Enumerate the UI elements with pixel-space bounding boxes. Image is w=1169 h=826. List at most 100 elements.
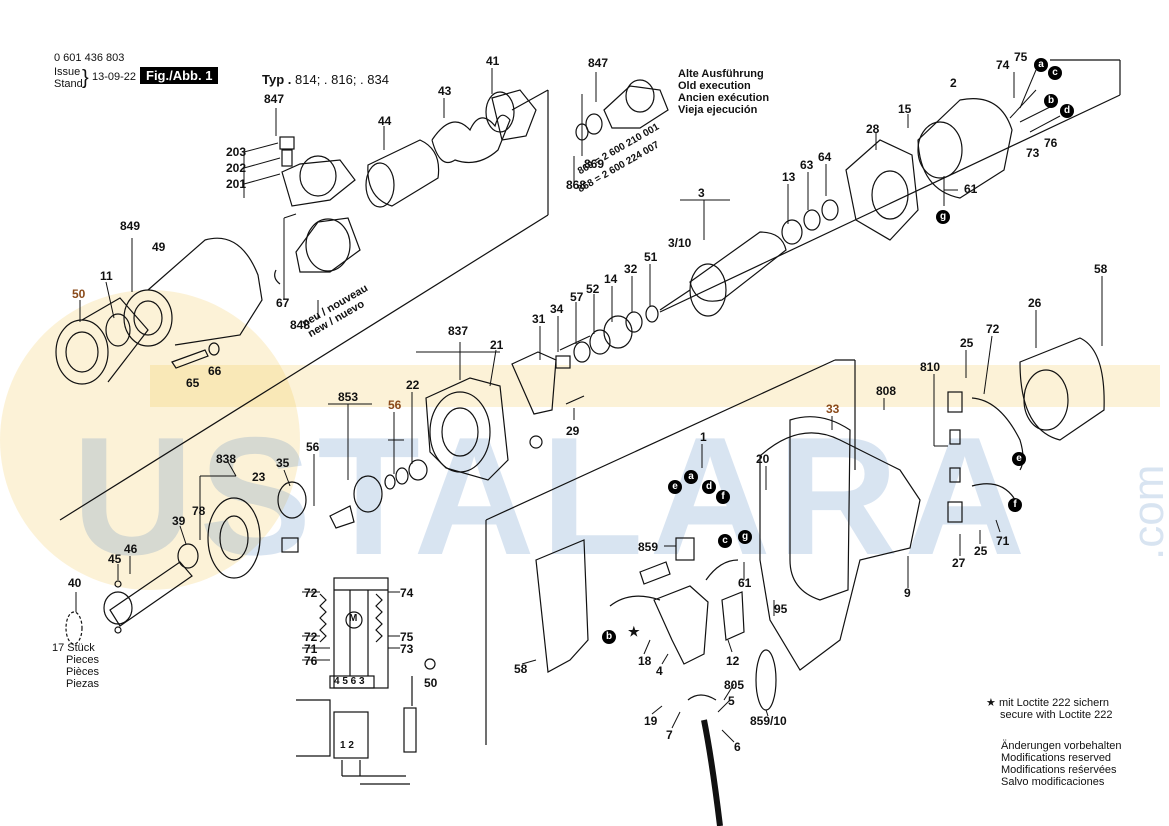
- part-41: [491, 89, 537, 141]
- part-label: 848: [290, 318, 311, 332]
- part-label: 1: [700, 430, 707, 444]
- pin-56: [329, 505, 355, 529]
- part-label: 74: [400, 586, 414, 600]
- marker-b: b: [1044, 94, 1058, 108]
- part-label: 56: [388, 398, 402, 412]
- cord-seal-859-10: [755, 649, 777, 711]
- part-label: 74: [996, 58, 1010, 72]
- brush-holder-b: [947, 501, 963, 523]
- part-label: 72: [304, 586, 318, 600]
- part-label: 72: [304, 630, 318, 644]
- loctite-note: ★ mit Loctite 222 sichern secure with Lo…: [986, 697, 1113, 721]
- ground-symbol: [424, 658, 436, 670]
- part-label: 72: [986, 322, 1000, 336]
- wiring-terminals-bottom: 1 2: [340, 740, 354, 751]
- clip-67: [274, 269, 281, 285]
- motor-symbol: M: [349, 613, 358, 624]
- ring-56b: [384, 474, 396, 490]
- mod-line: Änderungen vorbehalten: [1001, 740, 1122, 752]
- part-label: 56: [306, 440, 320, 454]
- brush-b: [949, 467, 961, 483]
- part-label: 9: [904, 586, 911, 600]
- part-label: 29: [566, 424, 580, 438]
- marker-a: a: [1034, 58, 1048, 72]
- ball-45: [114, 580, 122, 588]
- part-label: 11: [100, 269, 113, 283]
- part-label: 853: [338, 390, 359, 404]
- part-label: 49: [152, 240, 166, 254]
- washer-66: [208, 342, 220, 356]
- part-label: 44: [378, 114, 392, 128]
- marker-c: c: [1048, 66, 1062, 80]
- mod-line: Modifications reserved: [1001, 752, 1112, 764]
- part-label: 50: [72, 287, 86, 301]
- leader-lines: [75, 68, 1103, 743]
- part-label: 31: [532, 312, 546, 326]
- winding: [319, 593, 327, 643]
- marker-a: a: [684, 470, 698, 484]
- part-label: 19: [644, 714, 658, 728]
- switch-lead: [609, 595, 661, 607]
- part-label: 40: [68, 576, 82, 590]
- bushing-34: [555, 355, 571, 369]
- switch-symbol: [296, 699, 331, 757]
- marker-e: e: [1012, 452, 1026, 466]
- armature-shaft: [659, 289, 691, 311]
- capacitor-symbol: [403, 707, 417, 753]
- part-label: 28: [866, 122, 880, 136]
- part-label: 71: [304, 642, 318, 656]
- plate-31: [511, 351, 557, 415]
- washer-57: [573, 341, 591, 363]
- boundary-line: [659, 94, 1121, 313]
- housing-bore: [133, 300, 163, 336]
- part-label: 838: [216, 452, 237, 466]
- part-label: 46: [124, 542, 138, 556]
- carrier-bore: [219, 515, 249, 561]
- part-label: 61: [964, 182, 978, 196]
- part-label: 50: [424, 676, 438, 690]
- part-label: 65: [186, 376, 200, 390]
- marker-d: d: [702, 480, 716, 494]
- holder-201: [281, 159, 356, 207]
- part-label: 869: [584, 157, 605, 171]
- ring-868: [585, 113, 603, 135]
- handle-cover-58: [535, 539, 589, 673]
- bearing-housing-21: [425, 377, 509, 481]
- spring-29: [565, 395, 585, 405]
- bearing-13: [781, 219, 803, 245]
- part-number: 0 601 436 803: [54, 52, 125, 64]
- motor-circle: [345, 611, 363, 629]
- ring-56: [395, 467, 409, 485]
- spindle-head: [103, 591, 133, 625]
- part-label: 5: [728, 694, 735, 708]
- part-label: 58: [514, 662, 528, 676]
- part-label: 41: [486, 54, 500, 68]
- marker-e: e: [668, 480, 682, 494]
- old-shaft-flange: [625, 79, 655, 113]
- part-label: 25: [974, 544, 988, 558]
- ring-39: [177, 543, 199, 569]
- typ-values: 814; . 816; . 834: [295, 72, 389, 87]
- part-label: 76: [304, 654, 318, 668]
- balls-40: [65, 611, 83, 645]
- brush-lead-b: [971, 483, 1015, 499]
- boundary-line: [559, 335, 591, 351]
- handle-frame: [789, 416, 851, 601]
- part-label: 66: [208, 364, 222, 378]
- part-label: 868: [566, 178, 587, 192]
- switch-4: [653, 585, 709, 665]
- power-cord-6: [701, 719, 723, 826]
- switch-body: [333, 711, 369, 759]
- part-label: 71: [996, 534, 1010, 548]
- part-label: 63: [800, 158, 814, 172]
- note-line: Ancien exécution: [678, 92, 770, 104]
- part-label: 18: [638, 654, 652, 668]
- wiring-terminals: 4 5 6 3: [334, 676, 365, 687]
- boundary-line: [511, 89, 549, 111]
- part-label: 76: [1044, 136, 1058, 150]
- switch-trigger: [639, 561, 671, 585]
- bearing-14: [603, 315, 633, 349]
- part-label: 25: [960, 336, 974, 350]
